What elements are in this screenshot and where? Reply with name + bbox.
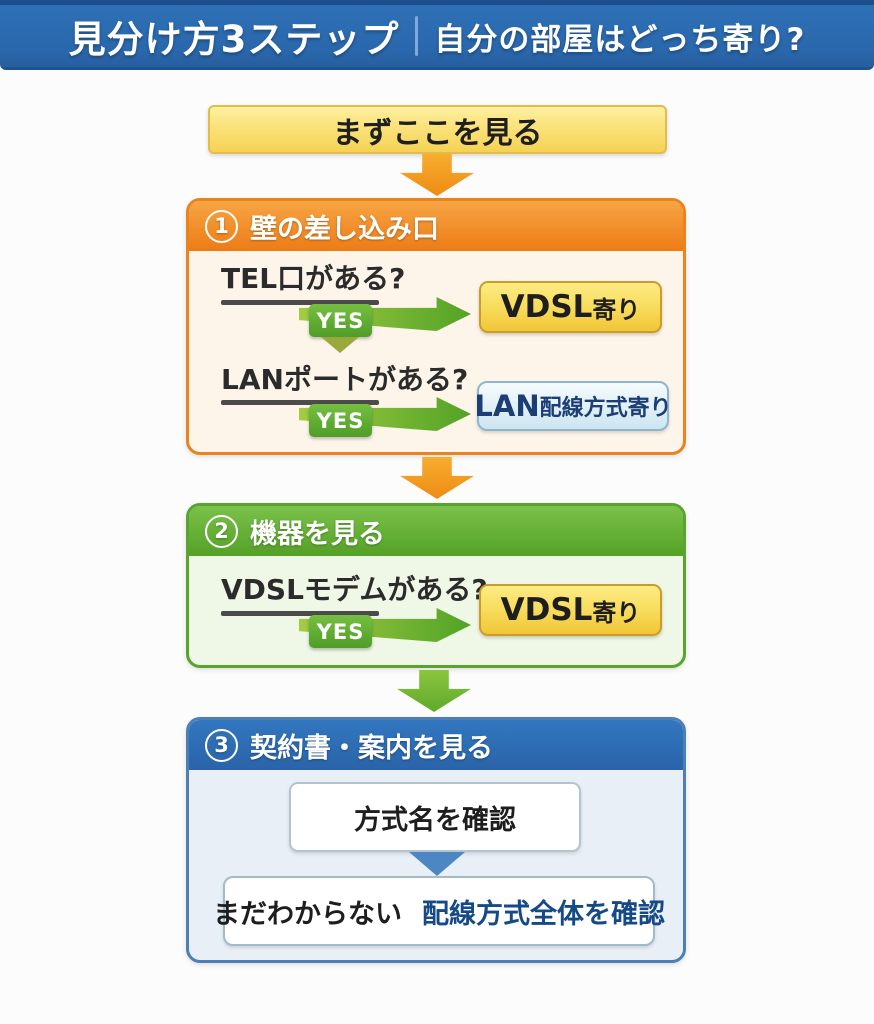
banner-title-main: 見分け方3ステップ xyxy=(68,18,400,61)
result-sub-label: 寄り xyxy=(592,598,641,627)
step3-section: 3 契約書・案内を見る 方式名を確認 まだわからない 配線方式全体を確認 xyxy=(186,717,686,963)
down-arrow-icon xyxy=(400,457,474,499)
step2-header: 2 機器を見る xyxy=(189,506,683,556)
fallback-action: 配線方式全体を確認 xyxy=(422,898,665,930)
step3-number-icon: 3 xyxy=(205,728,238,762)
question-underline xyxy=(221,300,379,305)
fallback-label: まだわからない xyxy=(213,898,402,930)
chevron-down-icon xyxy=(321,337,359,353)
triangle-down-icon xyxy=(409,852,465,876)
question-text: TEL口がある? xyxy=(221,262,406,295)
header-banner: 見分け方3ステップ 自分の部屋はどっち寄り? xyxy=(0,0,874,70)
yes-badge: YES xyxy=(309,615,372,648)
step1-header: 1 壁の差し込み口 xyxy=(189,201,683,251)
question-underline xyxy=(221,400,379,405)
down-arrow-icon xyxy=(397,670,471,712)
yes-badge: YES xyxy=(309,304,372,337)
step3-title: 契約書・案内を見る xyxy=(250,732,493,764)
down-arrow-icon xyxy=(400,154,474,196)
result-sub-label: 寄り xyxy=(592,295,641,324)
step2-title: 機器を見る xyxy=(250,518,385,550)
banner-title-sub: 自分の部屋はどっち寄り? xyxy=(434,21,806,58)
yes-badge: YES xyxy=(309,404,372,437)
question-underline xyxy=(221,611,379,616)
check-method-box: 方式名を確認 xyxy=(289,782,581,852)
result-main-label: VDSL xyxy=(500,592,593,628)
result-main-label: LAN xyxy=(474,389,540,423)
question-text: VDSLモデムがある? xyxy=(221,573,488,606)
banner-separator xyxy=(415,16,419,56)
intro-box: まずここを見る xyxy=(208,105,667,154)
fallback-box: まだわからない 配線方式全体を確認 xyxy=(213,876,665,946)
step3-header: 3 契約書・案内を見る xyxy=(189,720,683,770)
step2-number-icon: 2 xyxy=(205,514,238,548)
step1-title: 壁の差し込み口 xyxy=(250,213,439,245)
step1-number-icon: 1 xyxy=(205,209,238,243)
result-main-label: VDSL xyxy=(500,289,593,325)
question-text: LANポートがある? xyxy=(221,363,469,396)
result-sub-label: 配線方式寄り xyxy=(539,396,672,421)
